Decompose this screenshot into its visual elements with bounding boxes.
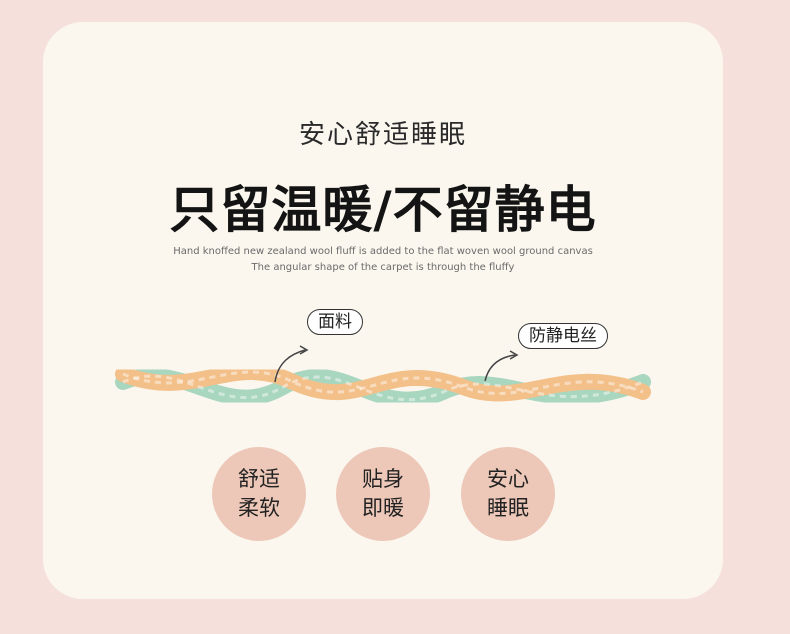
pointer-arrow-antistatic: [484, 354, 516, 382]
badge-close-warm: 贴身 即暖: [336, 447, 430, 541]
badge-line: 即暖: [362, 496, 404, 520]
pointer-arrow-fabric: [274, 349, 306, 383]
label-antistatic: 防静电丝: [518, 323, 608, 349]
content-card: 安心舒适睡眠 只留温暖/不留静电 Hand knoffed new zealan…: [43, 22, 723, 599]
description-line-2: The angular shape of the carpet is throu…: [251, 262, 515, 273]
badge-line: 贴身: [362, 467, 404, 491]
badge-line: 安心: [487, 467, 529, 491]
description-line-1: Hand knoffed new zealand wool fluff is a…: [173, 246, 593, 257]
badge-line: 柔软: [238, 496, 280, 520]
fiber-strand-orange: [115, 364, 651, 402]
badge-restful-sleep: 安心 睡眠: [461, 447, 555, 541]
badge-line: 舒适: [238, 467, 280, 491]
badge-line: 睡眠: [487, 496, 529, 520]
badge-comfort-soft: 舒适 柔软: [212, 447, 306, 541]
headline: 只留温暖/不留静电: [169, 181, 597, 239]
subtitle: 安心舒适睡眠: [298, 120, 467, 150]
label-fabric: 面料: [307, 309, 363, 335]
twisted-fiber-illustration: [115, 345, 651, 408]
